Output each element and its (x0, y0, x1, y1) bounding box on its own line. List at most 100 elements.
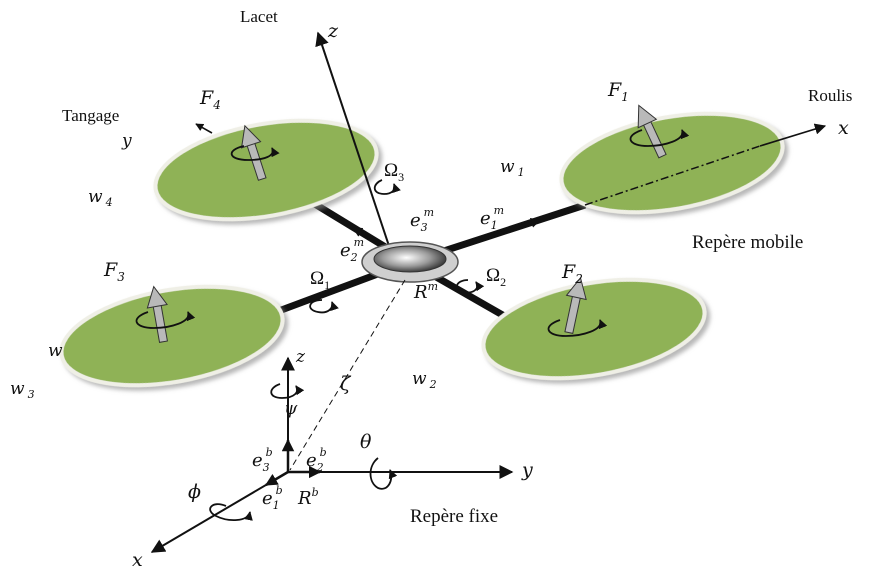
hub-inner (373, 245, 447, 273)
e3b-sub: 3 (263, 461, 270, 474)
body-z-axis (315, 31, 393, 256)
f3-base: F (103, 259, 118, 281)
rotation-swirl-icon-4 (230, 145, 280, 161)
rotation-swirl-icon-1 (629, 129, 690, 147)
fixed-frame-axes (150, 356, 514, 553)
e2b-sup: b (320, 446, 327, 459)
omega3-sub: 3 (398, 170, 404, 184)
f1-base: F (607, 79, 622, 101)
w3-base: w (10, 379, 25, 399)
e1m-arrow (499, 218, 541, 234)
e3b-base: e (252, 450, 263, 471)
w4-sub: 4 (105, 196, 113, 209)
omega2-swirl-icon (455, 279, 485, 294)
body-z-label: z (327, 20, 339, 42)
rotor-disk-1 (559, 111, 785, 215)
e3m-sub: 3 (421, 221, 428, 234)
psi-swirl-icon (270, 383, 305, 399)
rm-label: Rm (413, 280, 438, 303)
body-x-axis-arrow (759, 123, 827, 147)
omega1-swirl-icon (309, 299, 339, 314)
e1m-base: e (480, 208, 491, 229)
lacet-label: Lacet (240, 7, 278, 26)
e1m-sup: m (494, 204, 504, 217)
omega1-base: Ω (310, 268, 324, 289)
e2m-arrow (352, 227, 381, 244)
e3m-base: e (410, 210, 421, 231)
position-vector-line (289, 279, 406, 471)
e3m-label: e3 m (410, 206, 434, 234)
e1b-sup: b (276, 484, 283, 497)
phi-label: ϕ (188, 481, 201, 503)
repere-mobile-label: Repère mobile (692, 232, 803, 253)
e1b-base: e (262, 488, 273, 509)
rotor-disk-3 (59, 284, 285, 388)
w1-base: w (500, 157, 515, 177)
force-arrow-3-head (146, 285, 168, 309)
f4-base: F (199, 87, 214, 109)
theta-label: θ (360, 431, 372, 453)
e2m-sup: m (354, 236, 364, 249)
omega3-label: Ω3 (384, 160, 404, 184)
rm-sup: m (428, 280, 438, 293)
e2m-sub: 2 (350, 251, 358, 264)
force-arrow-4-head (240, 124, 262, 149)
omega2-base: Ω (486, 265, 500, 286)
e1b-label: e1 b (262, 484, 283, 512)
rm-base: R (413, 282, 428, 303)
w2-sub: 2 (429, 378, 437, 391)
omega2-label: Ω2 (486, 265, 506, 289)
e2m-base: e (340, 240, 351, 261)
force-arrow-1-head (637, 104, 658, 129)
e1m-label: e1 m (480, 204, 504, 232)
f1-label: F1 (607, 79, 629, 104)
rotor-disk-4-shape (153, 118, 379, 222)
e3m-sup: m (424, 206, 434, 219)
repere-fixe-label: Repère fixe (410, 506, 498, 527)
fixed-x-label: x (132, 549, 143, 571)
e1b-arrow (264, 470, 289, 487)
e3b-sup: b (266, 446, 273, 459)
e2m-label: e2 m (340, 236, 364, 264)
e2b-label: e2b (306, 446, 327, 474)
force-arrow-2-head (565, 276, 587, 301)
f4-sub: 4 (212, 98, 221, 112)
f2-base: F (561, 261, 576, 283)
f3-sub: 3 (117, 270, 125, 284)
force-arrow-2 (564, 276, 587, 334)
e3b-label: e3 b (252, 446, 273, 474)
phi-swirl-icon (209, 503, 253, 521)
rb-label: Rb (297, 486, 319, 509)
theta-swirl-icon (369, 457, 398, 490)
rotor-disk-3-shape (59, 284, 285, 388)
rotation-swirl-icon-3 (135, 311, 196, 329)
force-arrow-3 (146, 285, 168, 343)
e1m-sub: 1 (491, 219, 498, 232)
body-x-label: x (838, 117, 849, 139)
hub (361, 241, 459, 283)
tangage-label: Tangage (62, 106, 119, 125)
body-x-axis (584, 123, 827, 206)
e1b-sub: 1 (273, 499, 280, 512)
rotor-disk-4 (153, 118, 379, 222)
omega3-swirl-icon (373, 179, 401, 195)
f4-label: F4 (199, 87, 221, 112)
f2-sub: 2 (574, 272, 583, 286)
omega1-sub: 1 (324, 278, 330, 292)
rotor-disk-2-shape (481, 277, 707, 381)
w1-sub: 1 (518, 166, 525, 179)
f2-label: F2 (561, 261, 583, 286)
f3-label: F3 (103, 259, 125, 284)
psi-label: ψ (284, 399, 298, 419)
force-arrow-1 (637, 104, 667, 159)
e2b-sub: 2 (316, 461, 324, 474)
rotation-swirl-icon-2 (547, 319, 608, 337)
fixed-z-label: z (295, 347, 306, 367)
body-y-label: y (121, 131, 132, 151)
w-extra-label: w (48, 341, 63, 361)
